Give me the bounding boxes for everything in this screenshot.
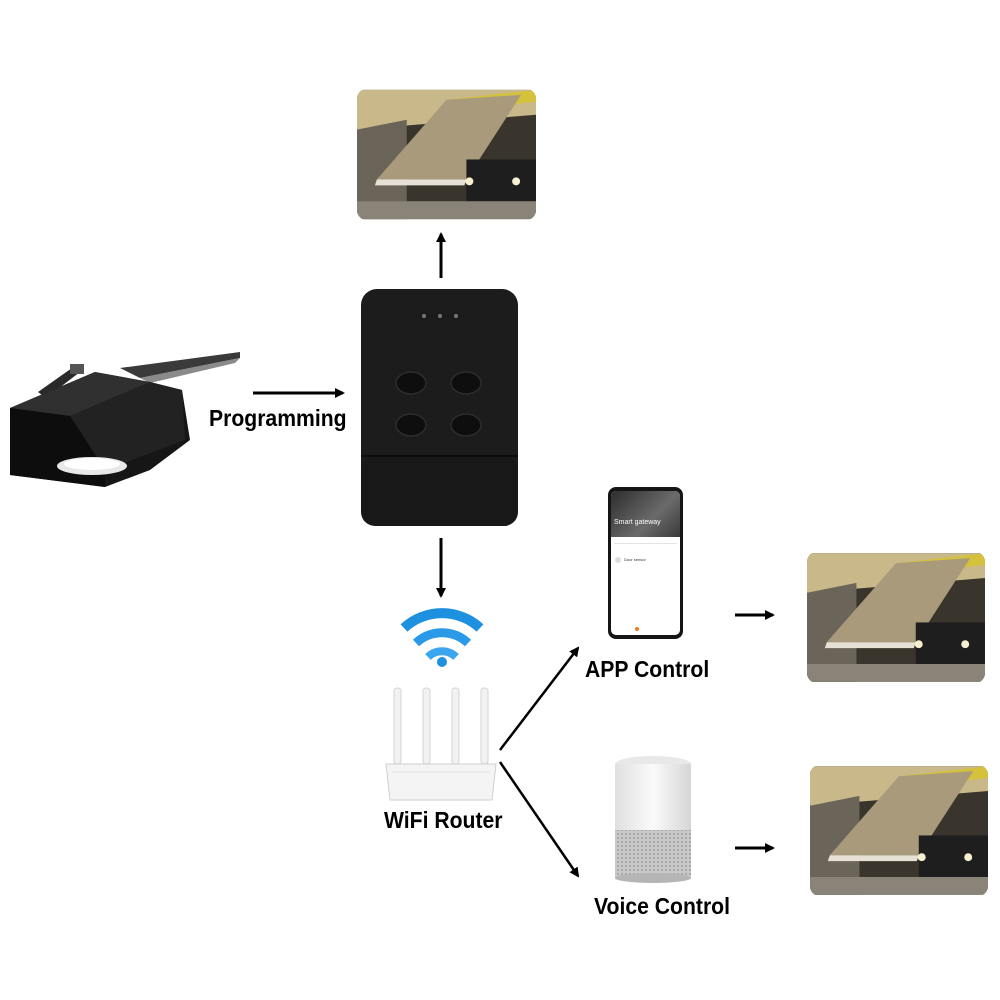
- phone-divider: [614, 543, 677, 544]
- line-router-to-app: [499, 646, 580, 751]
- line-router-to-voice: [498, 761, 580, 878]
- phone-app-title: Smart gateway: [614, 519, 661, 526]
- label-programming: Programming: [209, 405, 347, 431]
- phone-bottom-dot[interactable]: [635, 627, 639, 631]
- label-app-control: APP Control: [585, 656, 710, 682]
- garage-door-photo: [357, 89, 536, 220]
- phone-screen: Smart gateway Door sensor: [611, 491, 680, 635]
- label-wifi-router: WiFi Router: [384, 807, 503, 833]
- phone-header-image: [611, 491, 680, 537]
- phone-device-dot: [615, 557, 621, 563]
- phone-device-name[interactable]: Door sensor: [624, 557, 646, 562]
- garage-door-photo-app: [807, 552, 985, 683]
- garage-door-photo-voice: [810, 765, 988, 896]
- smartphone-icon: Smart gateway Door sensor: [608, 487, 683, 639]
- label-voice-control: Voice Control: [594, 893, 730, 919]
